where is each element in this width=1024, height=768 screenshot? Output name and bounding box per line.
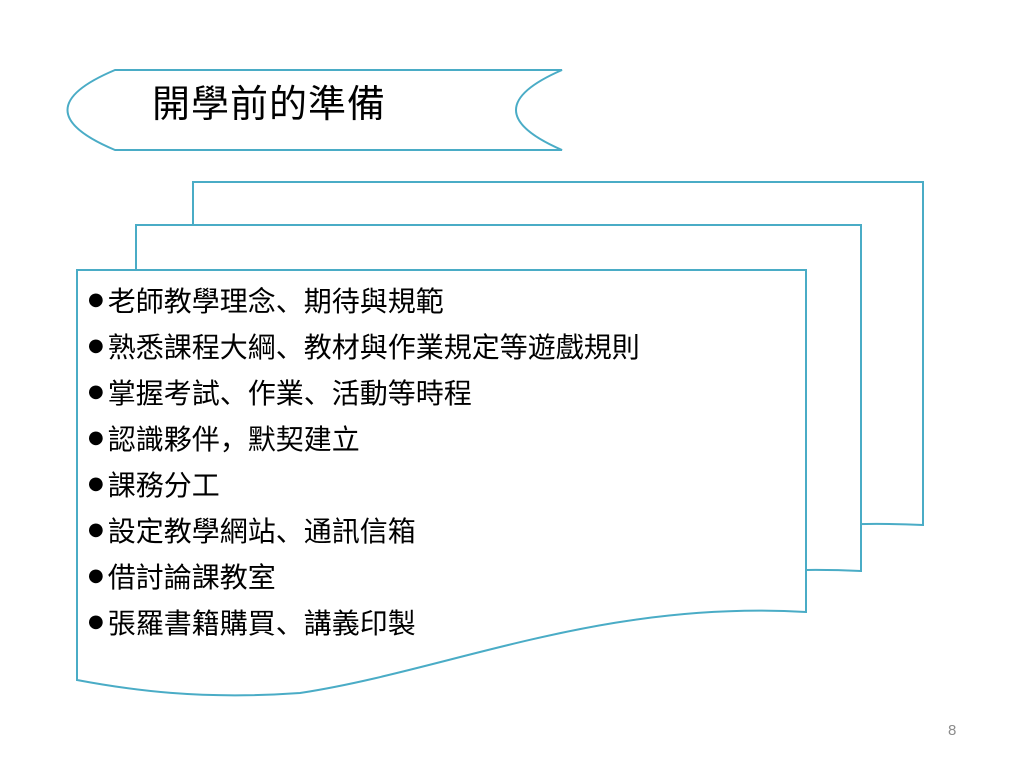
title-banner-shape bbox=[66, 69, 563, 151]
list-item-text: 認識夥伴，默契建立 bbox=[107, 423, 360, 456]
list-item: ●認識夥伴，默契建立 bbox=[88, 417, 640, 463]
list-item-text: 課務分工 bbox=[107, 469, 220, 502]
list-item-text: 張羅書籍購買、講義印製 bbox=[107, 607, 416, 640]
list-item-text: 熟悉課程大綱、教材與作業規定等遊戲規則 bbox=[107, 331, 640, 364]
bullet-icon: ● bbox=[88, 381, 104, 402]
list-item: ●設定教學網站、通訊信箱 bbox=[88, 509, 640, 555]
list-item-text: 設定教學網站、通訊信箱 bbox=[107, 515, 416, 548]
list-item: ●借討論課教室 bbox=[88, 555, 640, 601]
list-item-text: 掌握考試、作業、活動等時程 bbox=[107, 377, 472, 410]
bullet-icon: ● bbox=[88, 427, 104, 448]
list-item: ●老師教學理念、期待與規範 bbox=[88, 279, 640, 325]
list-item-text: 借討論課教室 bbox=[107, 561, 276, 594]
page-number: 8 bbox=[948, 722, 957, 739]
list-item: ●課務分工 bbox=[88, 463, 640, 509]
front-document-shape bbox=[76, 269, 807, 697]
list-item-text: 老師教學理念、期待與規範 bbox=[107, 285, 444, 318]
bullet-icon: ● bbox=[88, 335, 104, 356]
bullet-icon: ● bbox=[88, 473, 104, 494]
bullet-icon: ● bbox=[88, 519, 104, 540]
bullet-icon: ● bbox=[88, 611, 104, 632]
list-item: ●張羅書籍購買、講義印製 bbox=[88, 601, 640, 647]
bullet-icon: ● bbox=[88, 289, 104, 310]
list-item: ●掌握考試、作業、活動等時程 bbox=[88, 371, 640, 417]
slide-title: 開學前的準備 bbox=[152, 82, 387, 126]
bullet-list: ●老師教學理念、期待與規範 ●熟悉課程大綱、教材與作業規定等遊戲規則 ●掌握考試… bbox=[88, 279, 640, 647]
bullet-icon: ● bbox=[88, 565, 104, 586]
list-item: ●熟悉課程大綱、教材與作業規定等遊戲規則 bbox=[88, 325, 640, 371]
